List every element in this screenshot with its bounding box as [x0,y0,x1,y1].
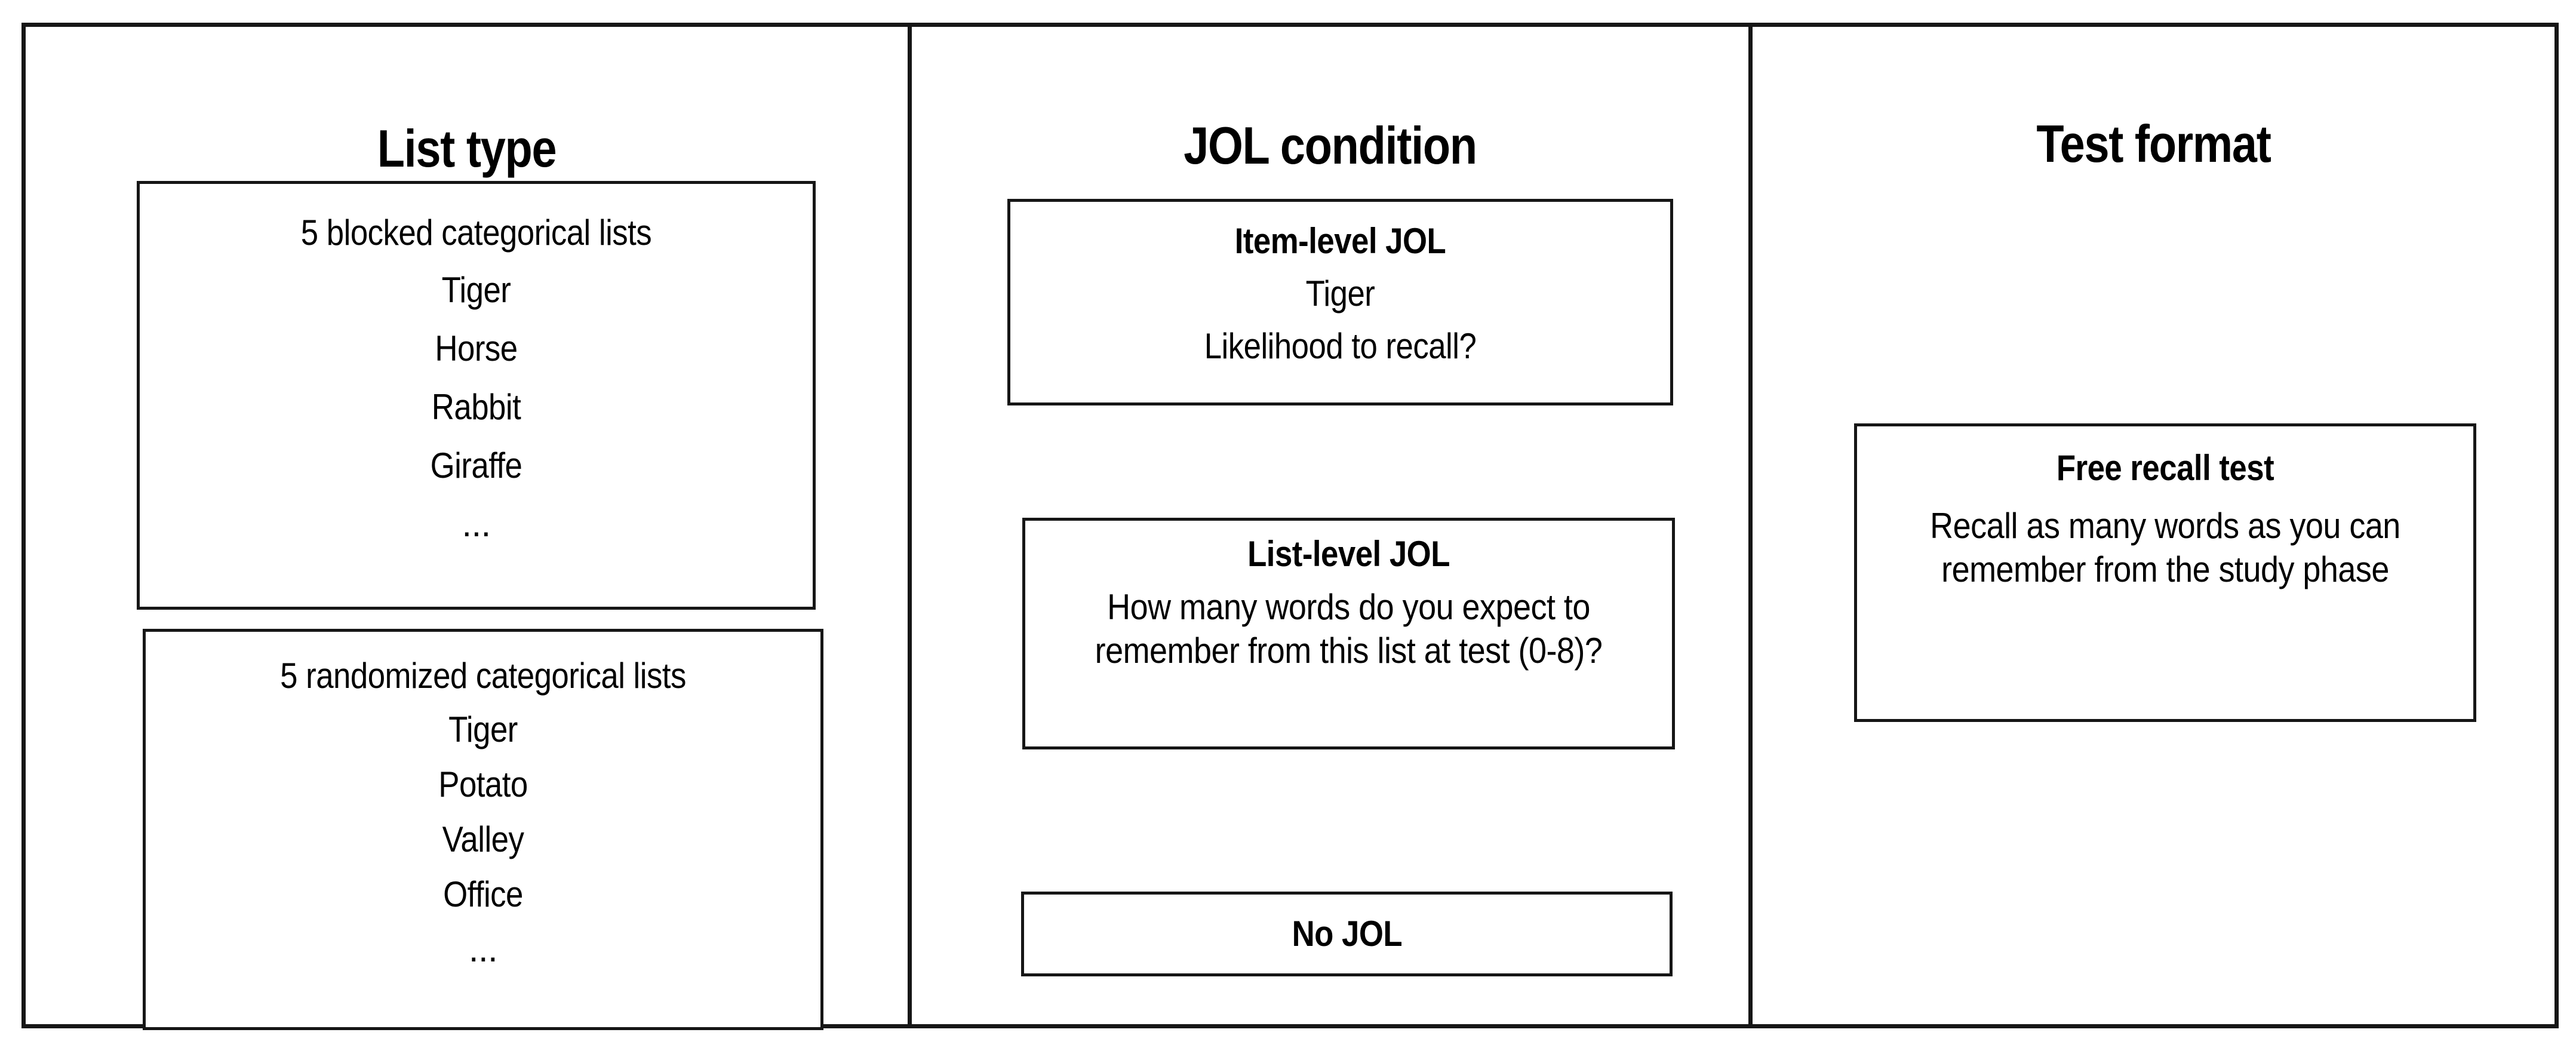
card-heading-list-level-jol: List-level JOL [1247,534,1450,574]
word-item-tiger-random: Tiger [448,709,518,749]
card-heading-randomized: 5 randomized categorical lists [280,656,686,696]
column-title-test-format: Test format [2036,114,2271,173]
column-title-jol-condition: JOL condition [1184,116,1477,175]
ellipsis-blocked: ... [462,504,491,544]
word-item-tiger: Tiger [441,270,511,310]
card-heading-blocked: 5 blocked categorical lists [300,213,652,253]
card-item-level-jol: Item-level JOL Tiger Likelihood to recal… [1007,199,1673,405]
card-heading-no-jol: No JOL [1292,914,1402,954]
word-item-horse: Horse [435,328,518,368]
column-divider-right [1748,23,1753,1028]
card-randomized-categorical-lists: 5 randomized categorical lists Tiger Pot… [143,629,823,1030]
column-test-format: Test format Free recall test Recall as m… [1753,27,2555,1024]
column-divider-left [908,23,912,1028]
column-jol-condition: JOL condition Item-level JOL Tiger Likel… [912,27,1748,1024]
card-no-jol: No JOL [1021,892,1673,976]
free-recall-instructions: Recall as many words as you can remember… [1930,506,2400,590]
word-item-valley: Valley [442,819,524,859]
ellipsis-randomized: ... [468,929,498,969]
list-jol-prompt: How many words do you expect to remember… [1095,587,1603,671]
card-heading-item-level-jol: Item-level JOL [1234,221,1446,261]
word-item-rabbit: Rabbit [431,387,521,427]
card-free-recall-test: Free recall test Recall as many words as… [1854,423,2476,722]
card-heading-free-recall-test: Free recall test [2056,448,2274,488]
card-blocked-categorical-lists: 5 blocked categorical lists Tiger Horse … [137,181,816,610]
word-item-potato: Potato [438,764,528,804]
column-list-type: List type 5 blocked categorical lists Ti… [26,27,908,1030]
word-item-giraffe: Giraffe [430,445,522,485]
word-item-office: Office [443,874,523,914]
column-title-list-type: List type [377,119,557,178]
item-jol-cue-word: Tiger [1305,274,1375,314]
item-jol-prompt: Likelihood to recall? [1204,326,1477,366]
card-list-level-jol: List-level JOL How many words do you exp… [1022,518,1675,749]
